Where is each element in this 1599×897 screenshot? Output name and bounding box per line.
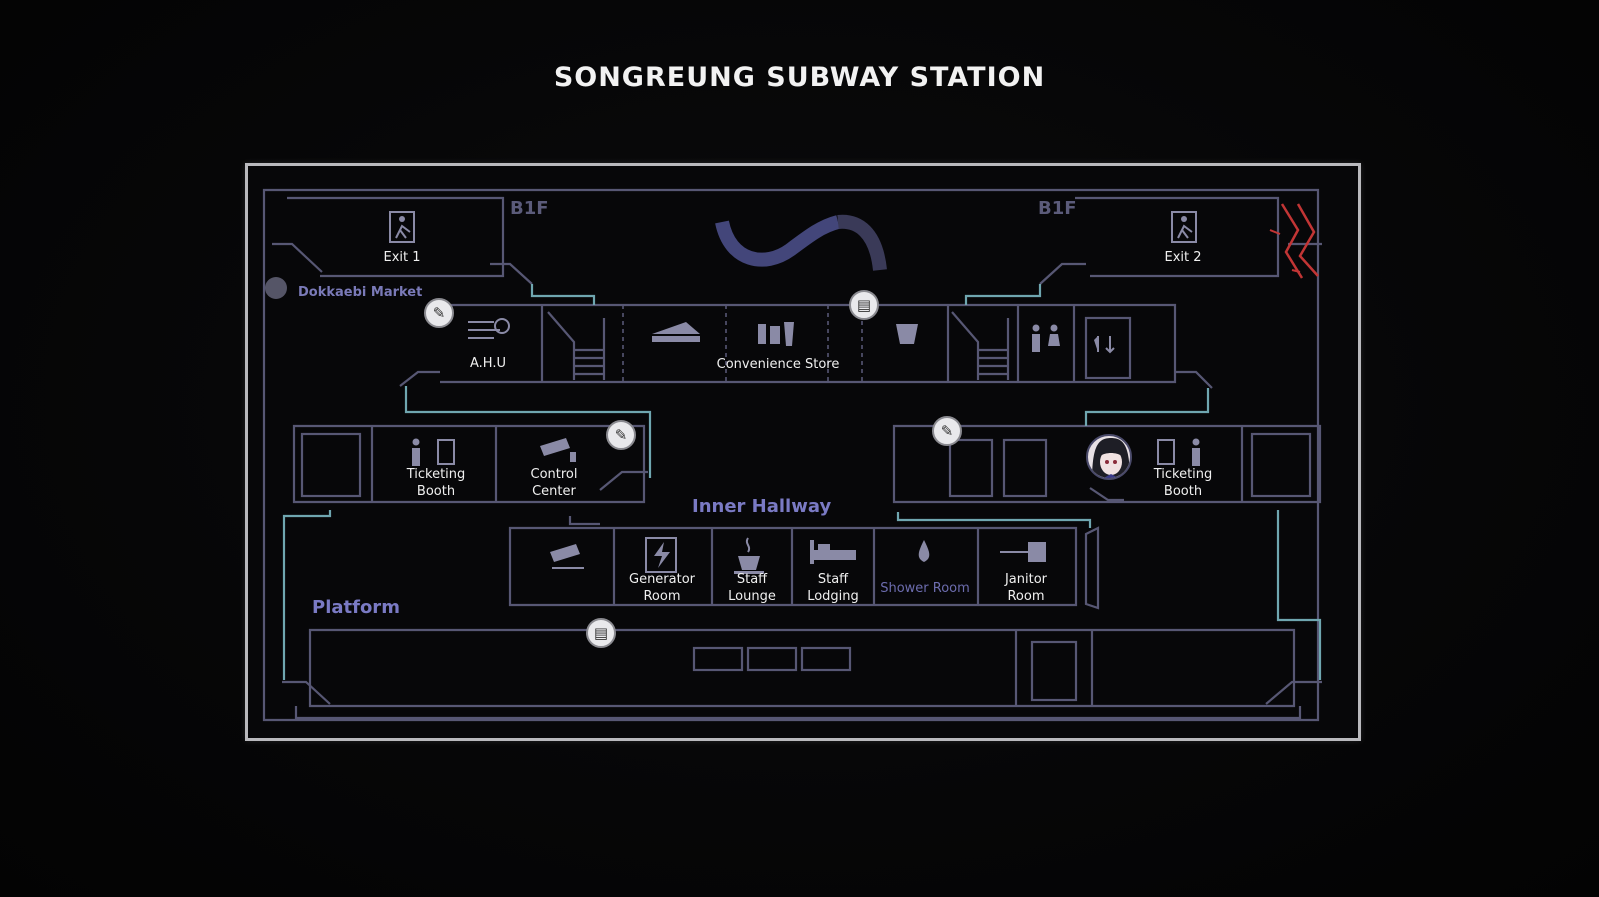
path-left-platform [282,510,332,680]
path-right [1084,388,1210,426]
quest-marker-ahu[interactable]: ✎ [424,298,454,328]
quest-marker-right[interactable]: ✎ [932,416,962,446]
top-corridor [440,303,1177,384]
building-outline [262,188,1320,722]
water-drop-icon [918,540,930,562]
room-ticketing-booth-right[interactable]: Ticketing Booth [1153,467,1213,499]
room-generator[interactable]: Generator Room [628,572,696,604]
cup-icon [896,324,918,344]
room-control-center[interactable]: Control Center [530,467,578,499]
notice-icon: ▤ [856,296,872,314]
exit1-room [287,196,505,278]
player-avatar[interactable] [1086,434,1132,480]
page-title: SONGREUNG SUBWAY STATION [553,62,1046,93]
room-exit2[interactable]: Exit 2 [1164,250,1202,265]
exit-running-icon [1171,211,1197,243]
room-ticketing-booth-left[interactable]: Ticketing Booth [406,467,466,499]
sandwich-icon [652,322,700,342]
character-portrait-icon [1092,438,1130,478]
inner-hallway-rooms [508,526,1078,607]
rift-danger-icon [1269,203,1319,279]
escalator-exit2 [1039,262,1086,285]
dokkaebi-mask-icon [265,277,287,299]
broom-icon [1000,542,1046,562]
room-ahu[interactable]: A.H.U [470,356,506,371]
room-shower[interactable]: Shower Room [880,581,970,596]
fan-wind-icon [468,318,510,339]
bottles-icon [758,322,794,346]
cctv-camera-icon [550,544,584,569]
floor-label-left: B1F [510,198,549,219]
feather-icon: ✎ [614,426,628,444]
quest-marker-store[interactable]: ▤ [849,290,879,320]
generator-icon [645,537,677,573]
room-exit1[interactable]: Exit 1 [383,250,421,265]
path-right-platform [1276,510,1322,680]
platform-label: Platform [312,597,400,618]
platform-area [308,628,1296,708]
escalator-exit1 [272,242,323,273]
notice-icon: ▤ [593,624,609,642]
path-left [404,386,652,478]
ticket-booth-icon [1157,438,1200,466]
quest-marker-control[interactable]: ✎ [606,420,636,450]
room-staff-lodging[interactable]: Staff Lodging [807,572,859,604]
path-exit1 [530,284,596,305]
feather-icon: ✎ [432,304,446,322]
elevator-icon [1094,336,1115,354]
restroom-icon [1032,324,1060,352]
path-inner [896,512,1092,528]
inner-hallway-label: Inner Hallway [692,496,832,517]
path-exit2 [964,284,1042,305]
room-staff-lounge[interactable]: Staff Lounge [728,572,776,604]
room-janitor[interactable]: Janitor Room [1004,572,1048,604]
left-middle-row [292,424,646,504]
quest-marker-platform[interactable]: ▤ [586,618,616,648]
exit2-room [1075,196,1280,278]
exit-running-icon [389,211,415,243]
coffee-icon [734,537,764,574]
floor-label-right: B1F [1038,198,1077,219]
bed-icon [810,540,856,564]
dokkaebi-market-label[interactable]: Dokkaebi Market [298,285,423,300]
right-middle-row [892,424,1322,504]
escalator-exit1-b [490,262,533,285]
room-convenience-store[interactable]: Convenience Store [716,357,840,372]
cctv-camera-icon [540,438,576,462]
ticket-booth-icon [412,438,455,466]
progress-meter [715,214,887,271]
feather-icon: ✎ [940,422,954,440]
